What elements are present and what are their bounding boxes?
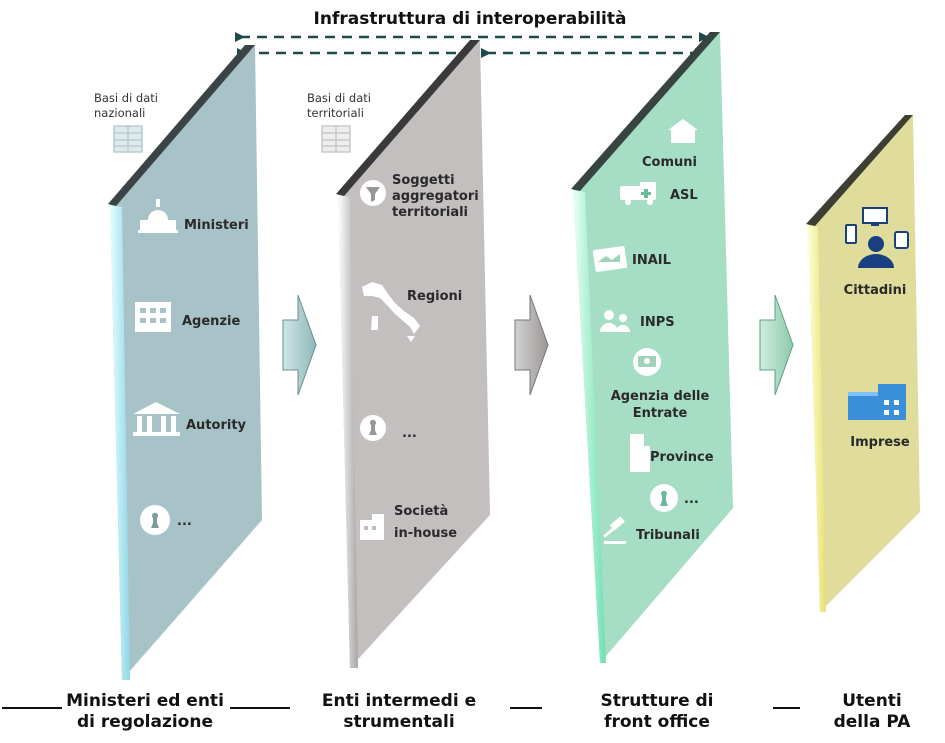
panel-enti-intermedi [336, 40, 490, 668]
item-ellipsis-1: ... [177, 514, 192, 529]
home-icon [668, 119, 698, 143]
item-ellipsis-2: ... [402, 426, 417, 441]
factory-icon [848, 384, 906, 420]
flow-arrow-1 [282, 294, 317, 396]
capitol-icon [138, 199, 178, 233]
institution-icon [133, 402, 180, 436]
italy-map-icon [362, 282, 420, 342]
bottom-label-3a: Strutture di [600, 691, 713, 711]
item-province: Province [650, 450, 714, 465]
bottom-label-3b: front office [604, 712, 710, 732]
item-comuni: Comuni [642, 155, 697, 170]
flow-arrow-3 [759, 294, 794, 396]
bottom-label-4b: della PA [834, 712, 912, 732]
item-soggetti-1: Soggetti [392, 173, 455, 188]
item-agenzie: Agenzie [182, 314, 240, 329]
flow-arrow-2 [514, 294, 549, 396]
bottom-label-4a: Utenti [842, 691, 902, 711]
item-cittadini: Cittadini [844, 283, 907, 298]
bottom-label-1a: Ministeri ed enti [66, 691, 224, 711]
item-agenzia-entrate-1: Agenzia delle [611, 389, 710, 404]
database-territoriali-icon [321, 125, 351, 153]
diagram-title: Infrastruttura di interoperabilità [314, 9, 627, 29]
chess-pawn-icon [650, 484, 678, 512]
chess-pawn-icon [360, 415, 386, 441]
money-icon [633, 348, 661, 376]
item-soggetti-3: territoriali [392, 205, 468, 220]
db-label-territoriali-1: Basi di dati [307, 91, 371, 105]
item-regioni: Regioni [407, 289, 462, 304]
panel-front-office [571, 32, 733, 663]
ambulance-icon [620, 182, 656, 205]
item-ellipsis-3: ... [684, 492, 699, 507]
item-societa-2: in-house [394, 526, 457, 541]
bottom-label-2a: Enti intermedi e [322, 691, 476, 711]
item-soggetti-2: aggregatori [392, 189, 479, 204]
db-label-territoriali-2: territoriali [307, 106, 364, 120]
item-asl: ASL [670, 188, 698, 203]
gavel-icon [603, 516, 626, 544]
item-tribunali: Tribunali [636, 528, 700, 543]
company-building-icon [360, 514, 384, 540]
injury-card-icon [592, 246, 628, 272]
panel-utenti [806, 115, 920, 612]
item-inps: INPS [640, 315, 675, 330]
chess-pawn-icon [140, 505, 170, 535]
item-autority: Autority [186, 418, 247, 433]
bottom-label-1b: di regolazione [77, 712, 213, 732]
database-nazionali-icon [113, 125, 143, 153]
item-agenzia-entrate-2: Entrate [633, 406, 688, 421]
citizen-devices-icon [845, 207, 909, 268]
people-icon [600, 310, 630, 332]
item-imprese: Imprese [850, 435, 910, 450]
db-label-nazionali-2: nazionali [94, 106, 145, 120]
bottom-label-2b: strumentali [343, 712, 454, 732]
item-ministeri: Ministeri [184, 218, 249, 233]
filter-icon [360, 180, 386, 206]
skyscraper-icon [630, 434, 650, 472]
office-building-icon [135, 302, 171, 332]
db-label-nazionali-1: Basi di dati [94, 91, 158, 105]
item-inail: INAIL [632, 253, 671, 268]
item-societa-1: Società [394, 504, 448, 519]
